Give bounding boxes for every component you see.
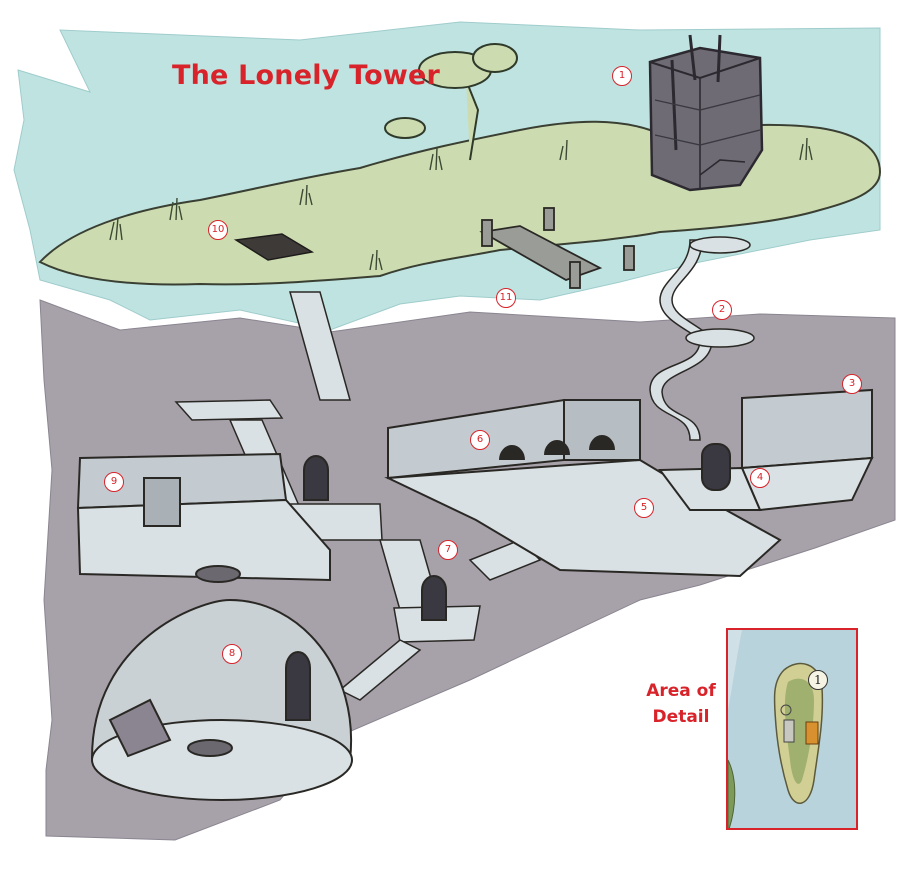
location-marker-3: 3 <box>842 374 862 394</box>
location-marker-11: 11 <box>496 288 516 308</box>
location-marker-6: 6 <box>470 430 490 450</box>
location-marker-8: 8 <box>222 644 242 664</box>
area-of-detail-line1: Area of <box>646 681 716 701</box>
area-of-detail-line2: Detail <box>652 707 710 727</box>
inset-location-marker: 1 <box>808 670 828 690</box>
cellar-door <box>303 455 447 621</box>
location-marker-9: 9 <box>104 472 124 492</box>
location-marker-5: 5 <box>634 498 654 518</box>
dock <box>479 207 635 289</box>
tower-ruin <box>648 34 764 192</box>
area-of-detail-inset: 1 <box>726 628 858 830</box>
location-marker-10: 10 <box>208 220 228 240</box>
area-of-detail-label: Area of Detail <box>644 678 718 730</box>
location-marker-1: 1 <box>612 66 632 86</box>
storage-room <box>76 452 331 583</box>
location-marker-7: 7 <box>438 540 458 560</box>
map-title: The Lonely Tower <box>172 60 441 91</box>
spiral-stair <box>649 236 755 441</box>
dome-chamber <box>90 598 353 801</box>
inset-island-map <box>728 630 824 828</box>
east-rooms <box>658 388 874 512</box>
tree-left <box>384 43 518 161</box>
grass-tufts <box>109 137 813 271</box>
trapdoor <box>233 233 315 261</box>
location-marker-4: 4 <box>750 468 770 488</box>
location-marker-2: 2 <box>712 300 732 320</box>
